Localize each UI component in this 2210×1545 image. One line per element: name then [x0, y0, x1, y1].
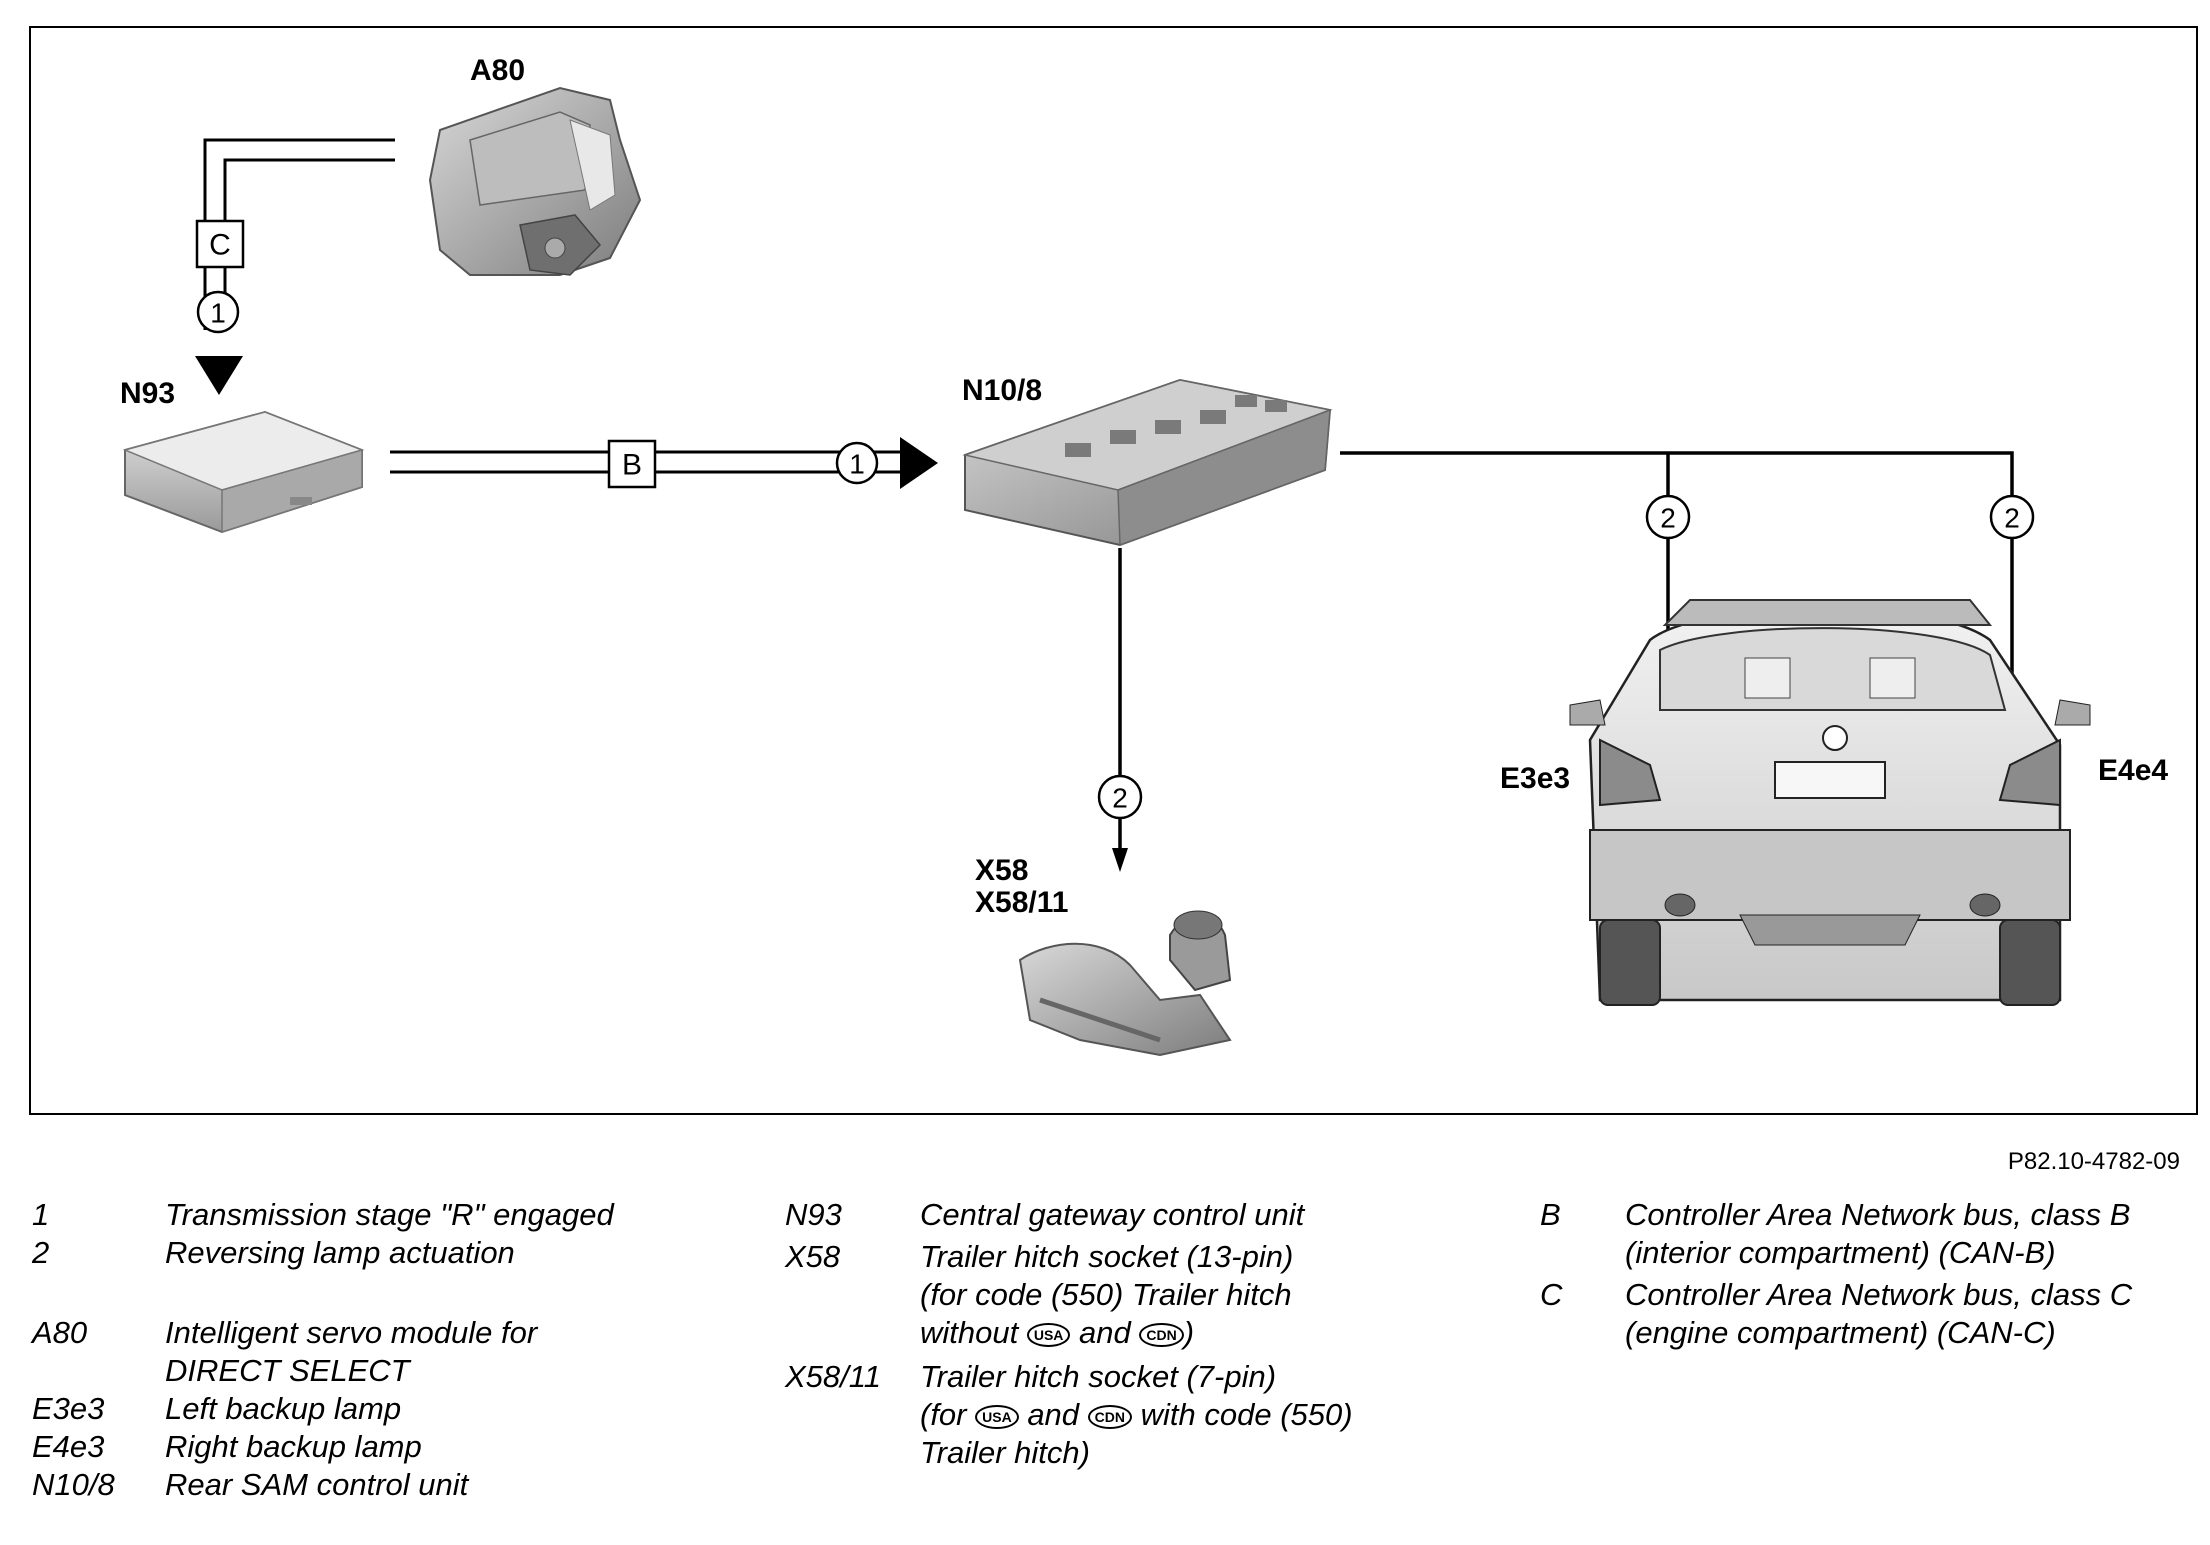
- bus-label-c: C: [209, 229, 231, 262]
- legend-desc: Right backup lamp: [165, 1429, 422, 1464]
- legend-key: E4e3: [32, 1429, 105, 1464]
- legend-desc-text: and: [1027, 1397, 1080, 1432]
- legend-row: E4e3 Right backup lamp: [32, 1428, 732, 1466]
- label-x58: X58: [975, 854, 1028, 887]
- bus-label-box-c: [195, 219, 245, 269]
- legend-row: B Controller Area Network bus, class B (i…: [1540, 1196, 2200, 1272]
- usa-badge-icon: USA: [975, 1404, 1019, 1429]
- label-e3e3: E3e3: [1500, 762, 1570, 795]
- signal-marker-2-hitch-text: 2: [1112, 783, 1128, 814]
- legend-row: N10/8 Rear SAM control unit: [32, 1466, 732, 1504]
- bus-label-box-b: [607, 439, 657, 489]
- legend-desc: Central gateway control unit: [920, 1197, 1305, 1232]
- signal-marker-2-right-text: 2: [2004, 503, 2020, 534]
- legend-key: B: [1540, 1197, 1561, 1232]
- cdn-badge-icon: CDN: [1087, 1404, 1133, 1429]
- legend-key: X58/11: [785, 1359, 881, 1394]
- arrowhead-to-hitch: [1112, 848, 1128, 872]
- signal-marker-2-right: [1989, 494, 2035, 540]
- label-a80: A80: [470, 54, 525, 87]
- arrowhead-to-n108: [900, 437, 938, 489]
- n108-rear-sam-illustration: [962, 378, 1333, 547]
- legend-desc: Trailer hitch socket (13-pin) (for code …: [920, 1238, 1293, 1352]
- signal-marker-2-left-text: 2: [1660, 503, 1676, 534]
- signal-marker-2-left: [1645, 494, 1691, 540]
- signal-marker-1-a-text: 1: [210, 298, 226, 329]
- legend-key: E3e3: [32, 1391, 105, 1426]
- legend-row: A80 Intelligent servo module for DIRECT S…: [32, 1314, 732, 1390]
- legend-row: C Controller Area Network bus, class C (e…: [1540, 1276, 2200, 1352]
- legend-desc: Rear SAM control unit: [165, 1467, 469, 1502]
- legend-desc: Controller Area Network bus, class C (en…: [1625, 1277, 2133, 1350]
- trailer-hitch-illustration: [1018, 910, 1232, 1057]
- legend-row: E3e3 Left backup lamp: [32, 1390, 732, 1428]
- cdn-badge-icon: CDN: [1139, 1322, 1184, 1347]
- legend-desc-text: Trailer hitch socket (7-pin) (for: [920, 1359, 1277, 1432]
- legend-desc: Transmission stage "R" engaged: [165, 1197, 614, 1232]
- legend-desc-text: ): [1183, 1315, 1195, 1350]
- legend-desc: Trailer hitch socket (7-pin) (for USA an…: [920, 1358, 1353, 1472]
- legend-desc: Controller Area Network bus, class B (in…: [1625, 1197, 2131, 1270]
- legend-row: 2 Reversing lamp actuation: [32, 1234, 732, 1272]
- label-n93: N93: [120, 377, 175, 410]
- bus-label-b: B: [622, 449, 642, 482]
- signal-marker-1-b-text: 1: [849, 449, 865, 480]
- legend-desc: Intelligent servo module for DIRECT SELE…: [165, 1315, 538, 1388]
- legend-key: A80: [32, 1315, 88, 1350]
- legend-column-3: B Controller Area Network bus, class B (i…: [1540, 1196, 2200, 1352]
- legend-key: N93: [785, 1197, 842, 1232]
- legend-row: 1 Transmission stage "R" engaged: [32, 1196, 732, 1234]
- label-e4e4: E4e4: [2098, 754, 2168, 787]
- legend-key: C: [1540, 1277, 1563, 1312]
- legend-row: X58 Trailer hitch socket (13-pin) (for co…: [785, 1238, 1485, 1352]
- n93-gateway-module-illustration: [122, 410, 365, 534]
- legend-desc-text: and: [1079, 1315, 1131, 1350]
- legend-key: 1: [32, 1197, 50, 1232]
- a80-servo-module-illustration: [428, 86, 642, 276]
- legend-desc: Reversing lamp actuation: [165, 1235, 515, 1270]
- legend-desc-text: Trailer hitch socket (13-pin) (for code …: [920, 1239, 1294, 1350]
- signal-marker-2-hitch: [1097, 774, 1143, 820]
- figure-reference: P82.10-4782-09: [2007, 1148, 2180, 1175]
- label-x5811: X58/11: [975, 886, 1068, 919]
- label-n108: N10/8: [962, 374, 1042, 407]
- legend-key: X58: [785, 1239, 841, 1274]
- signal-marker-1-b: [835, 441, 879, 485]
- diagram-frame: [29, 26, 2198, 1115]
- legend-key: 2: [32, 1235, 50, 1270]
- legend-row: X58/11 Trailer hitch socket (7-pin) (for …: [785, 1358, 1485, 1472]
- usa-badge-icon: USA: [1026, 1322, 1071, 1347]
- car-rear-view-illustration: [1569, 599, 2091, 1006]
- arrowhead-to-n93: [195, 356, 243, 395]
- legend-desc-text: with code (550) Trailer hitch): [920, 1397, 1353, 1470]
- legend-column-1: 1 Transmission stage "R" engaged 2 Reversi…: [32, 1196, 732, 1504]
- signal-marker-1-a: [196, 290, 240, 334]
- legend-row: N93 Central gateway control unit: [785, 1196, 1485, 1234]
- legend-desc: Left backup lamp: [165, 1391, 402, 1426]
- legend-key: N10/8: [32, 1467, 115, 1502]
